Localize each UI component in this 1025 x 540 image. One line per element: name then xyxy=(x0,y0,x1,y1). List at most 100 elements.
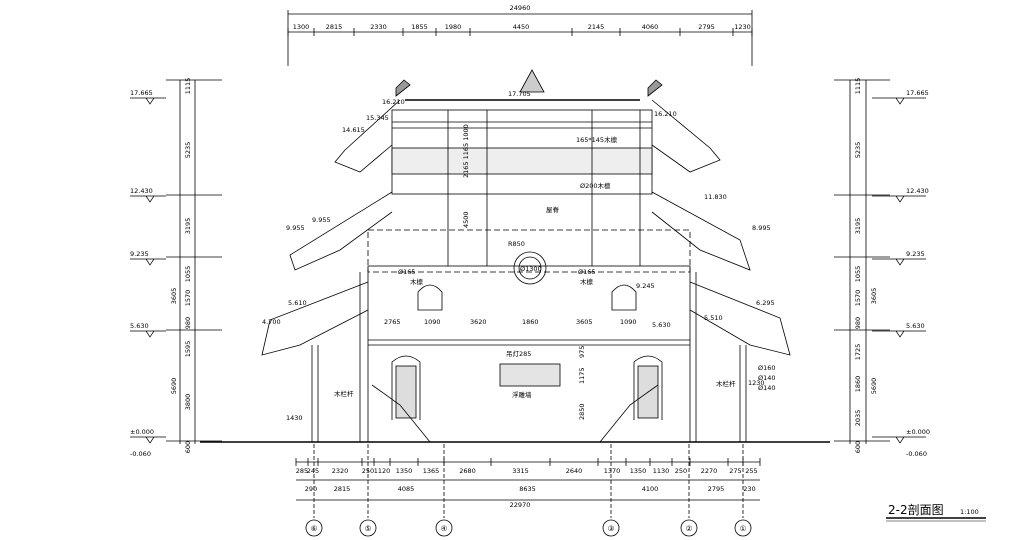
axis-2: ② xyxy=(686,524,693,533)
rail-right: 木栏杆 xyxy=(716,379,736,388)
right-vdim-11: 600 xyxy=(854,441,862,453)
dim-2850: 2850 xyxy=(578,403,586,420)
bot1-dim-8: 3315 xyxy=(512,467,529,475)
bot1-dim-5: 1350 xyxy=(396,467,413,475)
bottom-total-dim: 22970 xyxy=(510,501,531,509)
r850-label: R850 xyxy=(508,240,525,248)
left-elev-0060: -0.060 xyxy=(130,450,151,458)
top-dim-0: 1300 xyxy=(293,23,310,31)
elev-5630-mid: 5.630 xyxy=(652,321,671,329)
top-dim-5: 4450 xyxy=(513,23,530,31)
bot1-dim-16: 255 xyxy=(745,467,757,475)
top-dim-6: 2145 xyxy=(588,23,605,31)
right-elev-12430: 12.430 xyxy=(906,187,929,195)
right-vdim-0: 1115 xyxy=(854,78,862,95)
bot1-dim-1: 245 xyxy=(307,467,319,475)
drawing-title: 2-2剖面图 xyxy=(888,503,944,517)
right-vdim-10: 2035 xyxy=(854,410,862,427)
mc-right: 木檩 xyxy=(580,277,594,286)
bot1-dim-9: 2640 xyxy=(566,467,583,475)
bot1-dim-6: 1365 xyxy=(423,467,440,475)
right-elev-0060: -0.060 xyxy=(906,450,927,458)
dim-3605: 3605 xyxy=(576,318,593,326)
elev-6295: 6.295 xyxy=(756,299,775,307)
d140-a: Ø140 xyxy=(758,374,776,382)
elev-5510: 5.510 xyxy=(704,314,723,322)
top-dim-3: 1855 xyxy=(411,23,428,31)
bot1-dim-0: 285 xyxy=(296,467,308,475)
dim-2765: 2765 xyxy=(384,318,401,326)
bot1-dim-2: 2320 xyxy=(332,467,349,475)
dim-1175: 1175 xyxy=(578,367,586,384)
d165-right: Ø165 xyxy=(578,268,596,276)
dim-4500: 4500 xyxy=(462,211,470,228)
ridge-label: 屋脊 xyxy=(546,205,560,214)
lamp-label: 吊灯285 xyxy=(506,349,531,358)
left-vdim-10: 600 xyxy=(184,441,192,453)
d160: Ø160 xyxy=(758,364,776,372)
left-elev-12430: 12.430 xyxy=(130,187,153,195)
bot1-dim-12: 1130 xyxy=(653,467,670,475)
bot1-dim-3: 250 xyxy=(362,467,374,475)
dim-3620: 3620 xyxy=(470,318,487,326)
dim-1090a: 1090 xyxy=(424,318,441,326)
elev-11830: 11.830 xyxy=(704,193,727,201)
relief-label: 浮雕墙 xyxy=(512,390,532,399)
right-vdim-4: 1570 xyxy=(854,290,862,307)
bot2-dim-1: 2815 xyxy=(334,485,351,493)
bot2-dim-0: 290 xyxy=(305,485,317,493)
bot2-dim-2: 4085 xyxy=(398,485,415,493)
left-elev-9235: 9.235 xyxy=(130,250,149,258)
elev-5610: 5.610 xyxy=(288,299,307,307)
top-dim-7: 4060 xyxy=(642,23,659,31)
axis-6: ⑥ xyxy=(311,524,318,533)
mc-left: 木檩 xyxy=(410,277,424,286)
beam-165: 165*145木檩 xyxy=(576,135,618,144)
elev-16210-left: 16.210 xyxy=(382,98,405,106)
right-elev-17665: 17.665 xyxy=(906,89,929,97)
elev-8995: 8.995 xyxy=(752,224,771,232)
dim-1230: 1230 xyxy=(748,379,765,387)
left-vdim-6: 980 xyxy=(184,317,192,329)
bot1-dim-11: 1350 xyxy=(630,467,647,475)
bot2-dim-6: 230 xyxy=(743,485,755,493)
bot2-dim-3: 8635 xyxy=(519,485,536,493)
left-vdim-7: 1595 xyxy=(184,341,192,358)
right-vdim-6: 980 xyxy=(854,317,862,329)
right-vdim-2: 3195 xyxy=(854,218,862,235)
drawing-scale: 1:100 xyxy=(960,508,979,516)
dim-1430: 1430 xyxy=(286,414,303,422)
right-vdim-1: 5235 xyxy=(854,142,862,159)
left-elev-0000: ±0.000 xyxy=(130,428,154,436)
d200-beam: Ø200木檩 xyxy=(580,181,611,190)
axis-5: ⑤ xyxy=(365,524,372,533)
right-vdim-7: 1725 xyxy=(854,344,862,361)
bot2-dim-4: 4100 xyxy=(642,485,659,493)
left-vdim-3: 1055 xyxy=(184,266,192,283)
rail-left: 木栏杆 xyxy=(334,389,354,398)
elev-15345: 15.345 xyxy=(366,114,389,122)
left-vdim-1: 5235 xyxy=(184,142,192,159)
right-vdim-5: 3605 xyxy=(870,288,878,305)
bot1-dim-7: 2680 xyxy=(459,467,476,475)
right-vdim-8: 1860 xyxy=(854,376,862,393)
dim-1090b: 1090 xyxy=(620,318,637,326)
right-vdim-3: 1055 xyxy=(854,266,862,283)
dim-2165: 2165 1165 1000 xyxy=(462,124,470,178)
elev-9245: 9.245 xyxy=(636,282,655,290)
bot1-dim-13: 250 xyxy=(675,467,687,475)
top-dim-4: 1980 xyxy=(445,23,462,31)
elev-9955-b: 9.955 xyxy=(312,216,331,224)
left-elev-5630: 5.630 xyxy=(130,322,149,330)
left-vdim-8: 3800 xyxy=(184,394,192,411)
left-vdim-5: 3605 xyxy=(170,288,178,305)
d165-left: Ø165 xyxy=(398,268,416,276)
elev-16210-right: 16.210 xyxy=(654,110,677,118)
left-vdim-0: 1115 xyxy=(184,78,192,95)
left-elev-17665: 17.665 xyxy=(130,89,153,97)
top-dim-2: 2330 xyxy=(370,23,387,31)
left-vdim-9: 5690 xyxy=(170,378,178,395)
right-elev-5630: 5.630 xyxy=(906,322,925,330)
dim-1860: 1860 xyxy=(522,318,539,326)
